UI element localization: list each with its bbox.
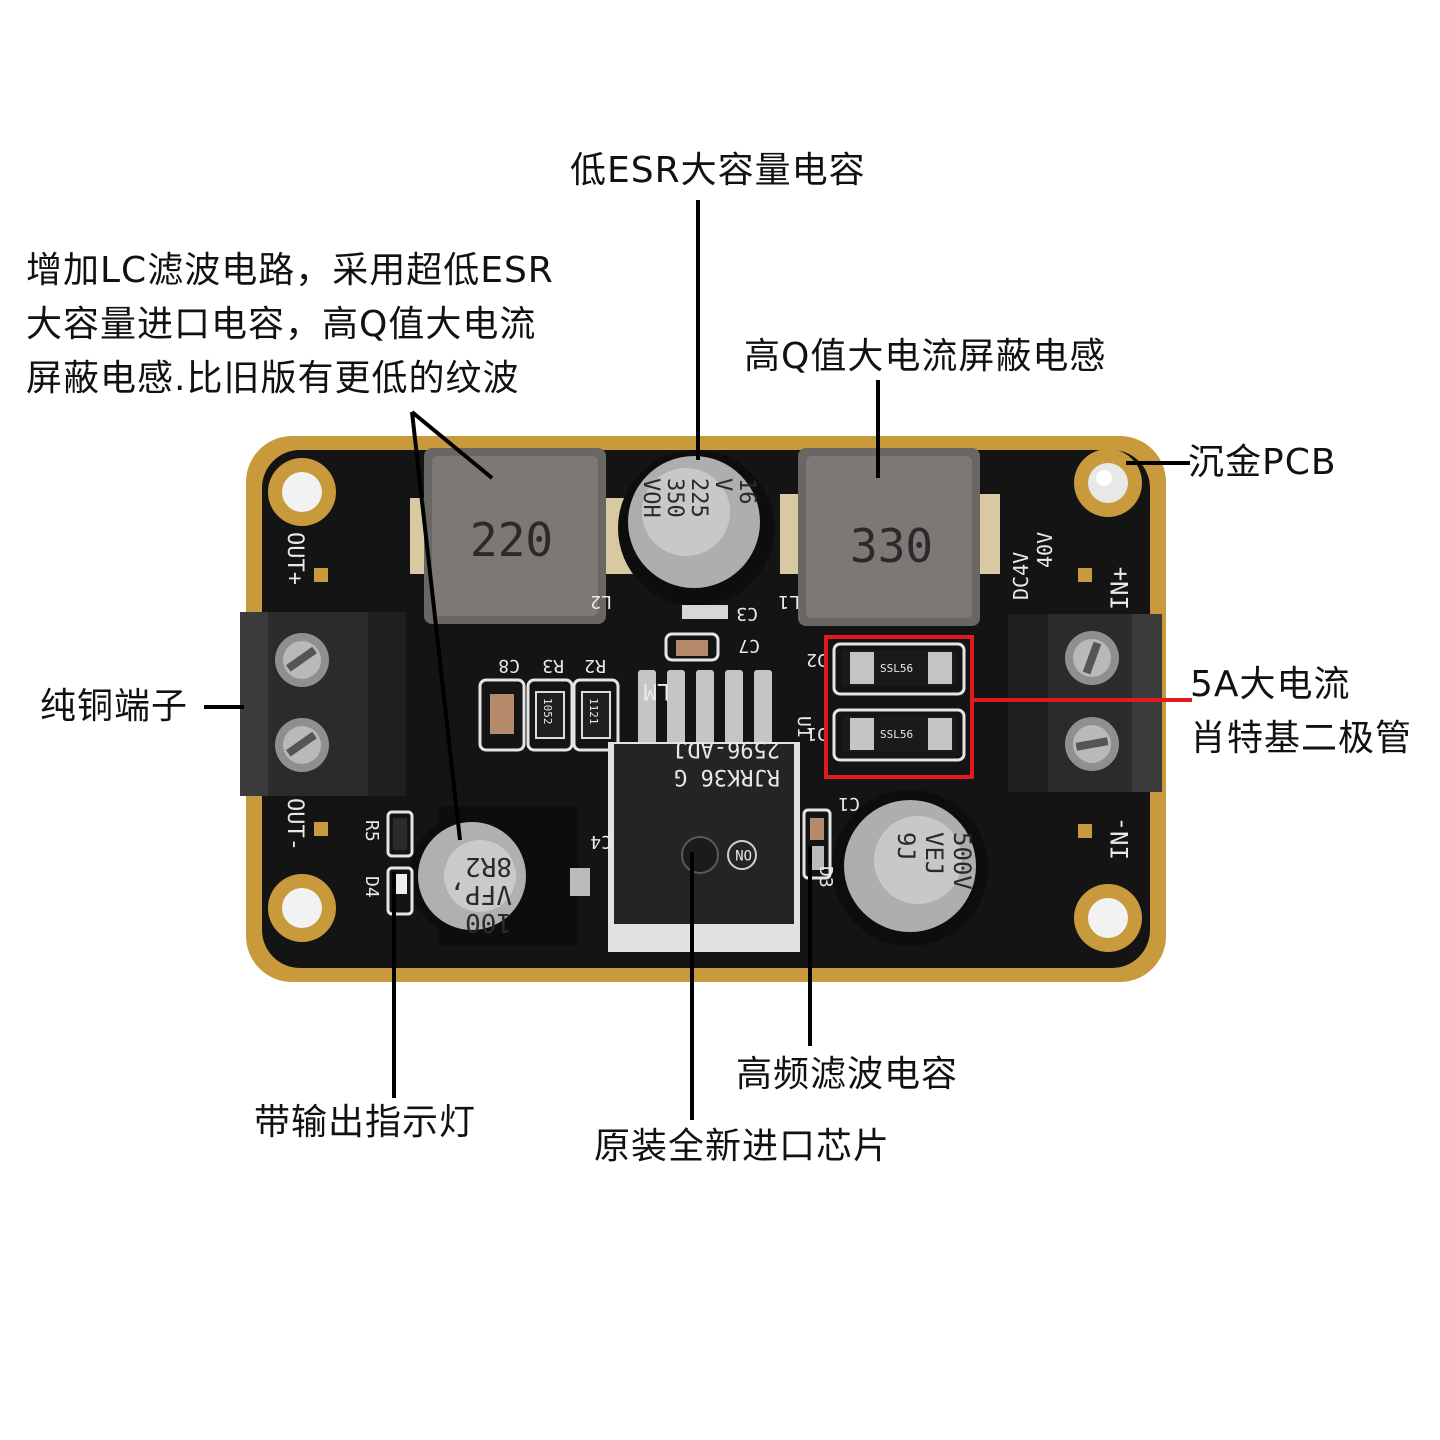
label-c8: C8 bbox=[498, 655, 520, 676]
callout-terminal: 纯铜端子 bbox=[40, 686, 189, 727]
label-d3: D3 bbox=[815, 866, 836, 888]
mounting-hole-tl bbox=[268, 458, 336, 526]
label-dc-range: DC4V bbox=[1009, 552, 1033, 600]
diode-code-2: SSL56 bbox=[880, 728, 913, 741]
label-d1: D1 bbox=[806, 723, 828, 744]
diode-highlight-line bbox=[972, 698, 1192, 702]
capacitor-right-markings: 500V VEJ 9J bbox=[892, 832, 976, 890]
chip-logo: ON bbox=[735, 846, 752, 862]
cap-top-line-5: VOH bbox=[638, 478, 663, 518]
mounting-hole-bl bbox=[268, 874, 336, 942]
label-c7: C7 bbox=[738, 635, 760, 656]
callout-inductor: 高Q值大电流屏蔽电感 bbox=[744, 336, 1107, 377]
cap-top-line-4: 350 bbox=[662, 478, 687, 518]
inductor-l2 bbox=[410, 448, 634, 624]
callout-low-esr-cap: 低ESR大容量电容 bbox=[570, 150, 866, 191]
label-in-plus: IN+ bbox=[1106, 567, 1134, 610]
callout-lc-filter-line-1: 增加LC滤波电路，采用超低ESR bbox=[26, 250, 554, 291]
cap-right-line-1: 500V bbox=[948, 832, 976, 890]
chip-markings: RJRK36 G 2596-ADJ LM bbox=[644, 678, 781, 789]
label-l2: L2 bbox=[590, 591, 612, 612]
chip-line-1: RJRK36 G bbox=[674, 764, 780, 789]
callout-lc-filter-line-2: 大容量进口电容，高Q值大电流 bbox=[26, 304, 537, 345]
smd-d3 bbox=[802, 808, 832, 880]
resistor-code-2: 1121 bbox=[587, 698, 600, 725]
terminal-block-out bbox=[240, 612, 406, 796]
capacitor-right bbox=[832, 790, 988, 946]
cap-right-line-2: VEJ bbox=[920, 832, 948, 875]
chip-line-3: LM bbox=[644, 678, 671, 703]
test-pads bbox=[314, 568, 1092, 838]
callout-diode-line-2: 肖特基二极管 bbox=[1190, 718, 1413, 759]
label-c3: C3 bbox=[736, 603, 758, 624]
callout-chip: 原装全新进口芯片 bbox=[594, 1126, 891, 1167]
label-dc-range-max: 40V bbox=[1033, 532, 1057, 568]
leader-inductor bbox=[876, 380, 880, 478]
label-r5: R5 bbox=[361, 820, 382, 842]
callout-hf-cap: 高频滤波电容 bbox=[736, 1054, 959, 1095]
callout-lc-filter-line-3: 屏蔽电感.比旧版有更低的纹波 bbox=[26, 358, 520, 399]
leader-pcb bbox=[1126, 461, 1190, 465]
inductor-l2-value: 220 bbox=[470, 513, 553, 567]
smd-r5-d4 bbox=[386, 810, 414, 916]
capacitor-left bbox=[410, 806, 590, 946]
leader-low-esr-cap bbox=[696, 200, 700, 460]
label-d4: D4 bbox=[361, 876, 382, 898]
label-u1: U1 bbox=[793, 716, 814, 738]
cap-top-line-2: V bbox=[710, 478, 735, 491]
callout-indicator: 带输出指示灯 bbox=[254, 1102, 477, 1143]
leader-terminal bbox=[204, 705, 244, 709]
smd-c8-r3-r2 bbox=[478, 678, 620, 752]
cap-top-line-3: 225 bbox=[686, 478, 711, 518]
label-out-minus: OUT- bbox=[282, 798, 307, 851]
callout-diode-line-1: 5A大电流 bbox=[1190, 664, 1351, 705]
leader-hf-cap bbox=[808, 846, 812, 1046]
regulator-chip bbox=[608, 670, 800, 952]
label-c4: C4 bbox=[590, 831, 612, 852]
inductor-l1 bbox=[780, 448, 1000, 626]
schottky-diodes bbox=[832, 642, 966, 762]
label-l1: L1 bbox=[778, 591, 800, 612]
callout-pcb: 沉金PCB bbox=[1188, 442, 1337, 483]
leader-indicator bbox=[392, 872, 396, 1098]
diode-code-1: SSL56 bbox=[880, 662, 913, 675]
label-c1: C1 bbox=[838, 793, 860, 814]
cap-right-line-3: 9J bbox=[892, 832, 920, 861]
smd-c7 bbox=[664, 632, 720, 662]
label-r3: R3 bbox=[542, 655, 564, 676]
label-out-plus: OUT+ bbox=[282, 532, 307, 585]
cap-left-line-2: VFP, bbox=[449, 879, 512, 909]
capacitor-top-markings: 16 V 225 350 VOH bbox=[638, 478, 759, 518]
diode-highlight-box bbox=[824, 635, 974, 779]
chip-line-2: 2596-ADJ bbox=[674, 736, 780, 761]
label-in-minus: IN- bbox=[1106, 817, 1134, 860]
capacitor-left-markings: 100 VFP, 8R2 bbox=[449, 851, 512, 937]
cap-top-line-1: 16 bbox=[734, 478, 759, 505]
cap-left-line-3: 8R2 bbox=[465, 851, 512, 881]
mounting-hole-tr bbox=[1074, 449, 1142, 517]
terminal-block-in bbox=[1008, 614, 1162, 792]
cap-left-line-1: 100 bbox=[465, 907, 512, 937]
mounting-hole-br bbox=[1074, 884, 1142, 952]
label-d2: D2 bbox=[806, 649, 828, 670]
label-r2: R2 bbox=[584, 655, 606, 676]
resistor-code-1: 1052 bbox=[541, 698, 554, 725]
leader-chip bbox=[690, 852, 694, 1120]
capacitor-top bbox=[618, 450, 774, 619]
inductor-l1-value: 330 bbox=[850, 519, 933, 573]
